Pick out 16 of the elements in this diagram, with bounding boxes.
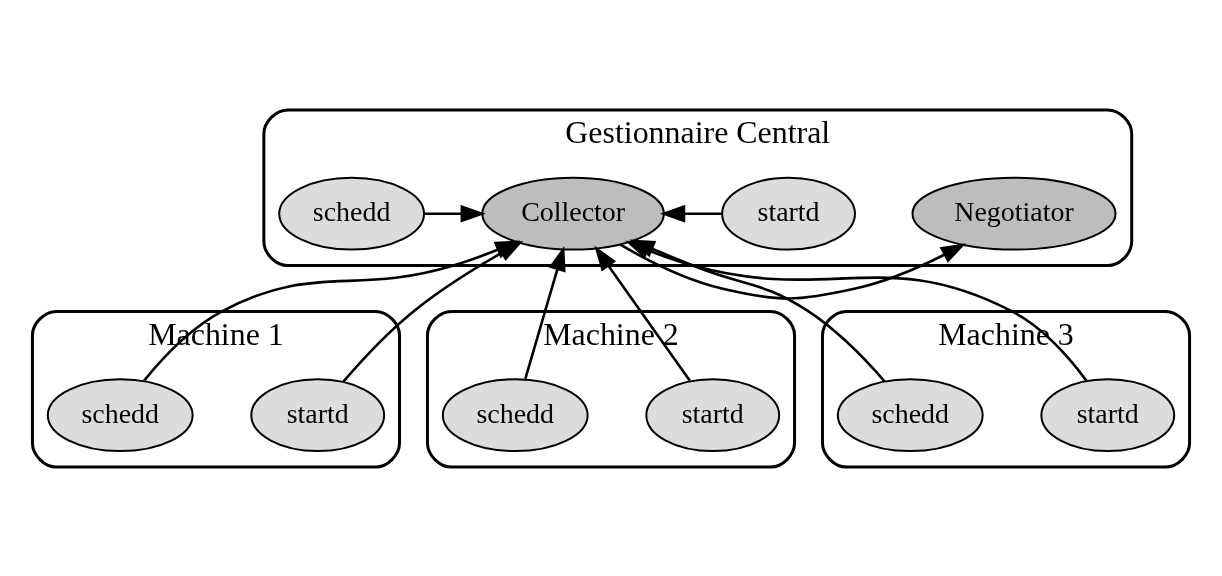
node-ellipse: schedd [278, 176, 426, 251]
node-ellipse: startd [645, 377, 781, 452]
arrow [524, 245, 566, 379]
node-ellipse: schedd [46, 377, 194, 452]
node-ellipse: startd [721, 176, 856, 251]
arrow [629, 239, 886, 382]
node-ellipse: Collector [481, 176, 665, 251]
node-ellipse: schedd [836, 377, 984, 452]
arrow [143, 239, 521, 381]
arrow [660, 204, 723, 222]
node-ellipse: startd [250, 377, 386, 452]
arrow [594, 245, 691, 381]
node-ellipse: startd [1040, 377, 1176, 452]
arrow [424, 204, 486, 222]
node-ellipse: Negotiator [911, 176, 1117, 251]
node-ellipse: schedd [441, 377, 589, 452]
